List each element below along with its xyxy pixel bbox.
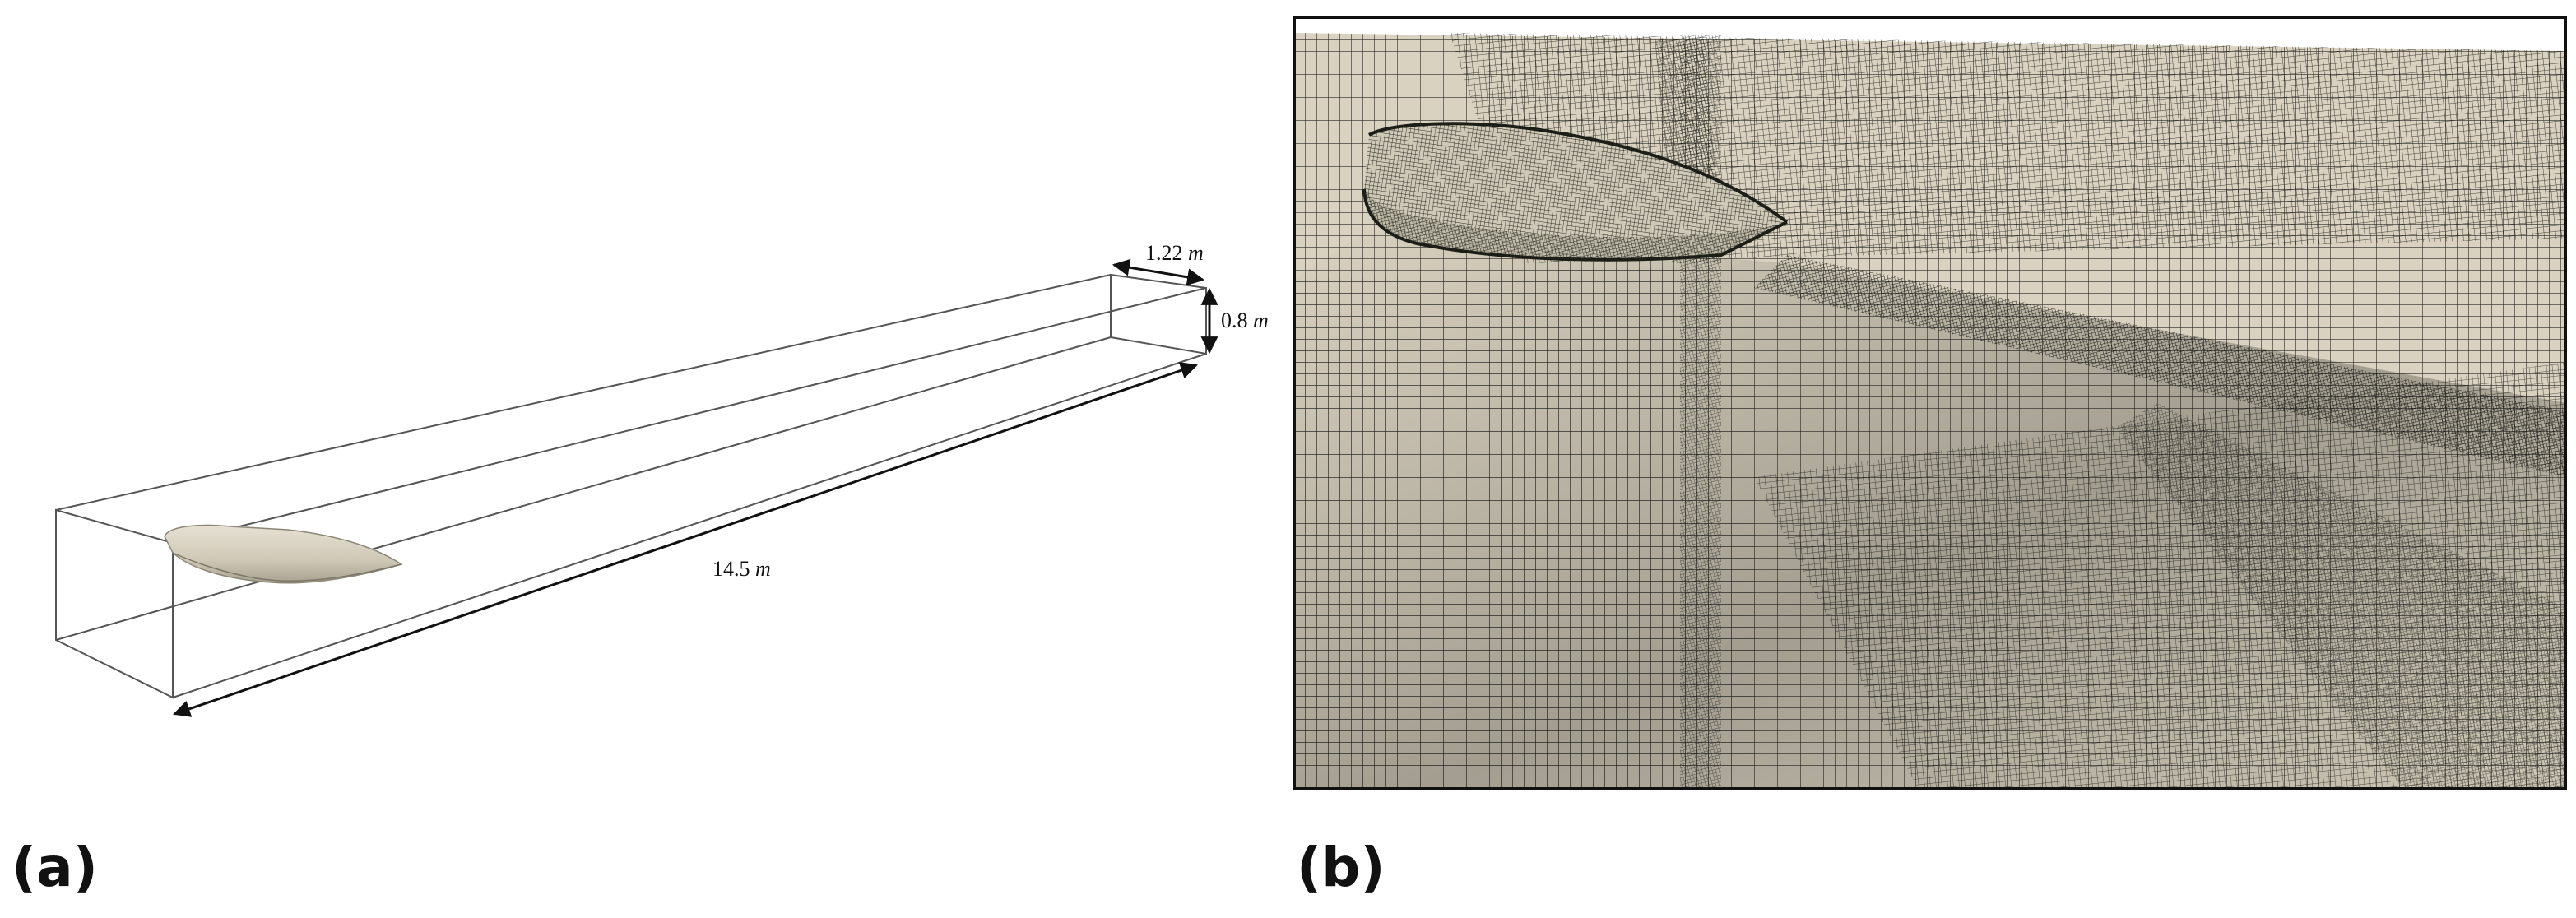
tunnel-outlet-face	[1110, 273, 1207, 355]
wing-surface-mesh	[1362, 122, 1789, 262]
mesh-closeup-panel	[1293, 16, 2567, 790]
domain-schematic-panel: 1.22 m 0.8 m 14.5 m	[0, 0, 1283, 823]
tunnel-inlet-face	[55, 508, 174, 699]
panel-b-label: (b)	[1297, 836, 1385, 899]
panel-a-label: (a)	[12, 836, 98, 899]
tunnel-edge-bottom-left	[55, 336, 1112, 641]
tunnel-edge-top-left	[55, 274, 1112, 511]
width-value-label: 1.22 m	[1145, 241, 1204, 265]
height-dimension: 0.8 m	[1200, 287, 1269, 355]
length-dimension: 14.5 m	[173, 362, 1198, 717]
length-value-label: 14.5 m	[712, 557, 771, 581]
mesh-closeup-svg	[1293, 16, 2567, 790]
wing-model	[164, 524, 403, 584]
tunnel-box	[55, 273, 1207, 699]
domain-schematic-svg: 1.22 m 0.8 m 14.5 m	[55, 241, 1269, 717]
tunnel-edge-bottom-right	[172, 353, 1207, 698]
width-dimension: 1.22 m	[1112, 241, 1205, 286]
mesh-frame	[1293, 16, 2567, 790]
height-value-label: 0.8 m	[1221, 308, 1269, 332]
